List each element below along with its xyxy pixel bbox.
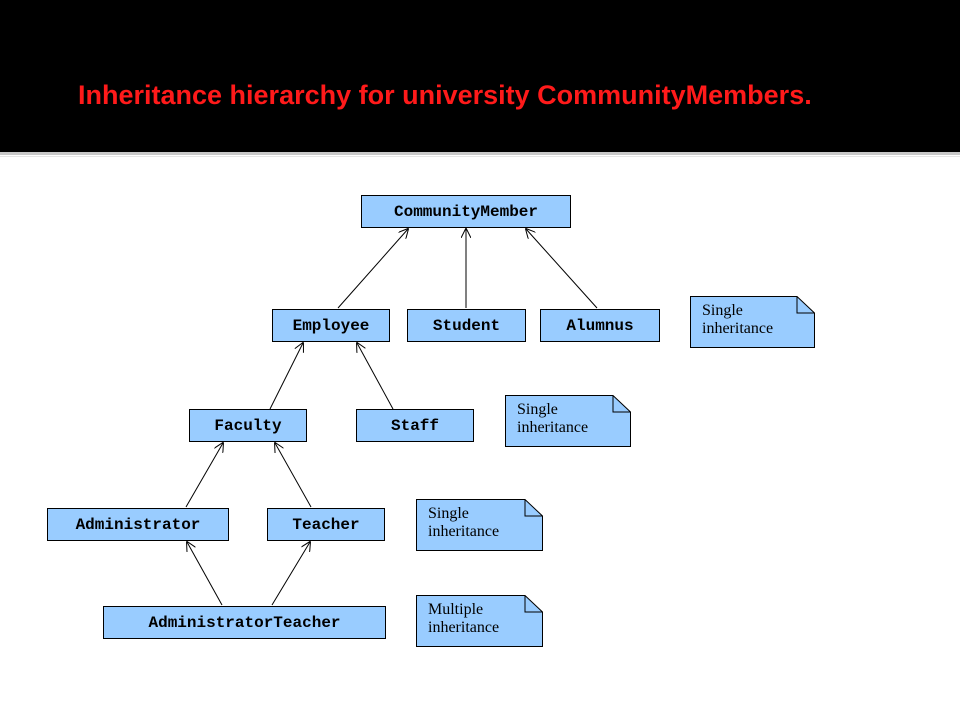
arrow-administratorteacher-to-administrator	[187, 542, 223, 606]
header-divider	[0, 152, 960, 155]
arrow-staff-to-employee	[357, 343, 394, 410]
arrow-administratorteacher-to-teacher	[271, 542, 310, 606]
note-line2: inheritance	[517, 419, 589, 436]
class-employee: Employee	[272, 309, 390, 342]
class-communitymember: CommunityMember	[361, 195, 571, 228]
arrow-employee-to-communitymember	[337, 229, 408, 309]
arrow-administrator-to-faculty	[185, 443, 223, 508]
class-faculty: Faculty	[189, 409, 307, 442]
class-administrator: Administrator	[47, 508, 229, 541]
slide-header	[0, 0, 960, 152]
arrow-alumnus-to-communitymember	[526, 229, 598, 309]
class-staff: Staff	[356, 409, 474, 442]
class-administratorteacher: AdministratorTeacher	[103, 606, 386, 639]
note-line1: Single	[702, 302, 743, 319]
class-teacher: Teacher	[267, 508, 385, 541]
note-line2: inheritance	[702, 320, 774, 337]
note-line2: inheritance	[428, 523, 500, 540]
class-student: Student	[407, 309, 526, 342]
arrow-teacher-to-faculty	[275, 443, 312, 508]
note-line2: inheritance	[428, 619, 500, 636]
slide-title: Inheritance hierarchy for university Com…	[78, 80, 812, 110]
arrow-faculty-to-employee	[269, 343, 303, 410]
class-alumnus: Alumnus	[540, 309, 660, 342]
note-line1: Single	[428, 505, 469, 522]
header-divider-highlight	[0, 156, 960, 157]
note-line1: Single	[517, 401, 558, 418]
note-line1: Multiple	[428, 601, 484, 618]
